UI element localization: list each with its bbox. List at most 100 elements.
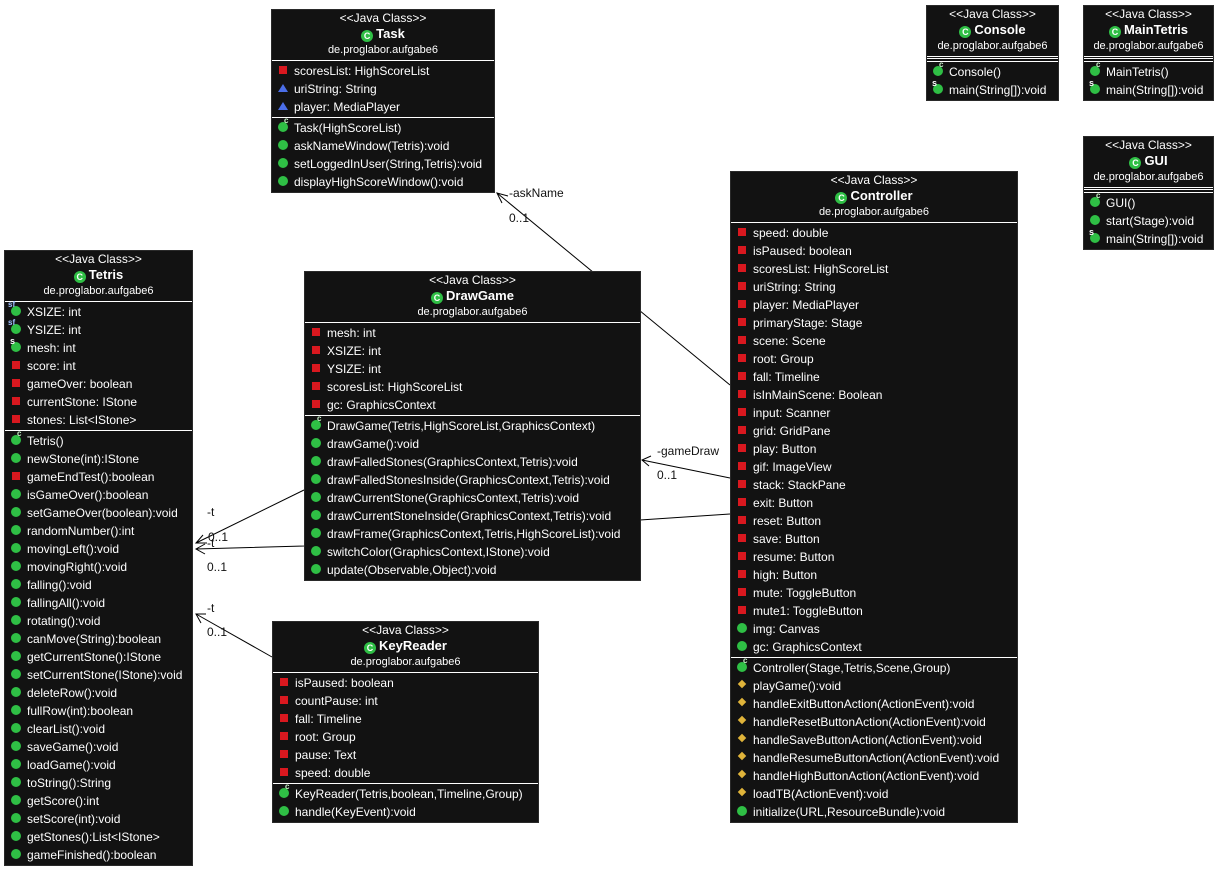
class-gui[interactable]: <<Java Class>>CGUIde.proglabor.aufgabe6G… [1083,136,1214,250]
method-row[interactable]: start(Stage):void [1084,212,1213,230]
method-row[interactable]: handleExitButtonAction(ActionEvent):void [731,695,1017,713]
method-row[interactable]: Task(HighScoreList) [272,117,494,137]
method-row[interactable]: fallingAll():void [5,594,192,612]
method-row[interactable]: movingLeft():void [5,540,192,558]
method-row[interactable]: drawFrame(GraphicsContext,Tetris,HighSco… [305,525,640,543]
attribute-row[interactable]: isPaused: boolean [731,242,1017,260]
method-row[interactable]: setGameOver(boolean):void [5,504,192,522]
attribute-row[interactable]: save: Button [731,530,1017,548]
attribute-row[interactable]: gameOver: boolean [5,375,192,393]
method-row[interactable]: getStones():List<IStone> [5,828,192,846]
attribute-row[interactable]: player: MediaPlayer [272,98,494,116]
method-row[interactable]: main(String[]):void [927,79,1058,99]
method-row[interactable]: clearList():void [5,720,192,738]
attribute-row[interactable]: img: Canvas [731,620,1017,638]
method-row[interactable]: canMove(String):boolean [5,630,192,648]
attribute-row[interactable]: mesh: int [5,337,192,357]
method-row[interactable]: falling():void [5,576,192,594]
method-row[interactable]: gameEndTest():boolean [5,468,192,486]
method-row[interactable]: getScore():int [5,792,192,810]
method-row[interactable]: movingRight():void [5,558,192,576]
method-row[interactable]: setCurrentStone(IStone):void [5,666,192,684]
method-row[interactable]: switchColor(GraphicsContext,IStone):void [305,543,640,561]
method-row[interactable]: Tetris() [5,430,192,450]
attribute-row[interactable]: fall: Timeline [731,368,1017,386]
attribute-row[interactable]: root: Group [273,728,538,746]
attribute-row[interactable]: input: Scanner [731,404,1017,422]
attribute-row[interactable]: root: Group [731,350,1017,368]
method-row[interactable]: drawFalledStones(GraphicsContext,Tetris)… [305,453,640,471]
method-row[interactable]: loadGame():void [5,756,192,774]
method-row[interactable]: drawCurrentStone(GraphicsContext,Tetris)… [305,489,640,507]
method-row[interactable]: deleteRow():void [5,684,192,702]
method-row[interactable]: handle(KeyEvent):void [273,803,538,821]
attribute-row[interactable]: score: int [5,357,192,375]
method-row[interactable]: Console() [927,61,1058,81]
method-row[interactable]: toString():String [5,774,192,792]
attribute-row[interactable]: reset: Button [731,512,1017,530]
attribute-row[interactable]: XSIZE: int [305,342,640,360]
attribute-row[interactable]: exit: Button [731,494,1017,512]
method-row[interactable]: drawGame():void [305,435,640,453]
method-row[interactable]: handleResetButtonAction(ActionEvent):voi… [731,713,1017,731]
method-row[interactable]: rotating():void [5,612,192,630]
method-row[interactable]: DrawGame(Tetris,HighScoreList,GraphicsCo… [305,415,640,435]
attribute-row[interactable]: stack: StackPane [731,476,1017,494]
attribute-row[interactable]: currentStone: IStone [5,393,192,411]
method-row[interactable]: Controller(Stage,Tetris,Scene,Group) [731,657,1017,677]
attribute-row[interactable]: pause: Text [273,746,538,764]
attribute-row[interactable]: high: Button [731,566,1017,584]
method-row[interactable]: gameFinished():boolean [5,846,192,864]
attribute-row[interactable]: mute: ToggleButton [731,584,1017,602]
attribute-row[interactable]: scoresList: HighScoreList [731,260,1017,278]
method-row[interactable]: MainTetris() [1084,61,1213,81]
method-row[interactable]: playGame():void [731,677,1017,695]
method-row[interactable]: handleHighButtonAction(ActionEvent):void [731,767,1017,785]
attribute-row[interactable]: mesh: int [305,324,640,342]
attribute-row[interactable]: grid: GridPane [731,422,1017,440]
attribute-row[interactable]: primaryStage: Stage [731,314,1017,332]
method-row[interactable]: newStone(int):IStone [5,450,192,468]
attribute-row[interactable]: play: Button [731,440,1017,458]
method-row[interactable]: displayHighScoreWindow():void [272,173,494,191]
method-row[interactable]: getCurrentStone():IStone [5,648,192,666]
method-row[interactable]: setLoggedInUser(String,Tetris):void [272,155,494,173]
method-row[interactable]: handleSaveButtonAction(ActionEvent):void [731,731,1017,749]
attribute-row[interactable]: stones: List<IStone> [5,411,192,429]
attribute-row[interactable]: isPaused: boolean [273,674,538,692]
attribute-row[interactable]: gc: GraphicsContext [305,396,640,414]
attribute-row[interactable]: scoresList: HighScoreList [272,62,494,80]
attribute-row[interactable]: YSIZE: int [5,319,192,339]
method-row[interactable]: update(Observable,Object):void [305,561,640,579]
attribute-row[interactable]: scene: Scene [731,332,1017,350]
method-row[interactable]: askNameWindow(Tetris):void [272,137,494,155]
method-row[interactable]: GUI() [1084,192,1213,212]
attribute-row[interactable]: speed: double [273,764,538,782]
attribute-row[interactable]: uriString: String [272,80,494,98]
attribute-row[interactable]: mute1: ToggleButton [731,602,1017,620]
method-row[interactable]: KeyReader(Tetris,boolean,Timeline,Group) [273,783,538,803]
method-row[interactable]: fullRow(int):boolean [5,702,192,720]
method-row[interactable]: loadTB(ActionEvent):void [731,785,1017,803]
attribute-row[interactable]: isInMainScene: Boolean [731,386,1017,404]
attribute-row[interactable]: gif: ImageView [731,458,1017,476]
method-row[interactable]: handleResumeButtonAction(ActionEvent):vo… [731,749,1017,767]
method-row[interactable]: drawFalledStonesInside(GraphicsContext,T… [305,471,640,489]
attribute-row[interactable]: fall: Timeline [273,710,538,728]
attribute-row[interactable]: resume: Button [731,548,1017,566]
attribute-row[interactable]: YSIZE: int [305,360,640,378]
attribute-row[interactable]: player: MediaPlayer [731,296,1017,314]
method-row[interactable]: main(String[]):void [1084,228,1213,248]
method-row[interactable]: saveGame():void [5,738,192,756]
method-row[interactable]: main(String[]):void [1084,79,1213,99]
attribute-row[interactable]: speed: double [731,224,1017,242]
attribute-row[interactable]: countPause: int [273,692,538,710]
attribute-row[interactable]: scoresList: HighScoreList [305,378,640,396]
